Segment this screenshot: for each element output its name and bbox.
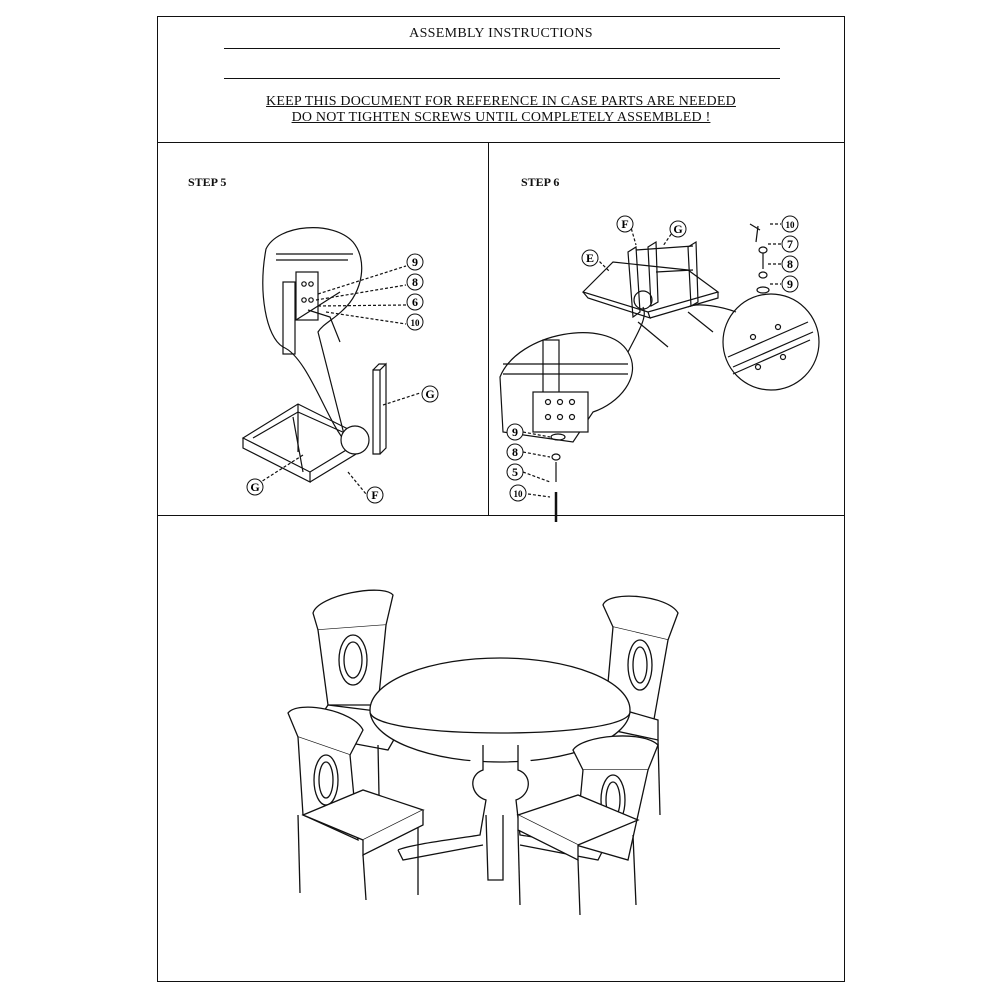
step5-callout-g-bottom: G [250,480,259,494]
step-divider [488,142,489,515]
step6-callout-7: 7 [787,237,793,251]
title-rule [224,48,780,49]
header-divider [158,142,844,143]
step5-callout-g-top: G [425,387,434,401]
step6-callout-9-right: 9 [787,277,793,291]
document-title: ASSEMBLY INSTRUCTIONS [409,26,593,41]
step5-label: STEP 5 [188,175,227,189]
step6-callout-g: G [673,222,682,236]
chair-front-right [516,735,659,916]
step6-diagram: F G E 10 7 8 9 9 8 5 10 [499,215,820,522]
step5-callout-10: 10 [411,318,421,328]
blank-rule [224,78,780,79]
step5-callout-6: 6 [412,295,418,309]
chair-front-left [287,706,425,901]
step6-callout-9-left: 9 [512,425,518,439]
step6-callout-e: E [586,251,594,265]
step5-callout-f: F [371,488,378,502]
step6-callout-f: F [621,217,628,231]
step5-callout-9: 9 [412,255,418,269]
instruction-sheet: ASSEMBLY INSTRUCTIONS KEEP THIS DOCUMENT… [157,16,845,982]
step6-callout-8-left: 8 [512,445,518,459]
step6-callout-5: 5 [512,465,518,479]
step5-diagram: 9 8 6 10 G G F [241,227,439,504]
step6-label: STEP 6 [521,175,560,189]
tighten-warning: DO NOT TIGHTEN SCREWS UNTIL COMPLETELY A… [291,110,711,125]
step6-callout-10-right: 10 [786,220,796,230]
dining-set-illustration [287,589,679,916]
step5-callout-8: 8 [412,275,418,289]
reference-note: KEEP THIS DOCUMENT FOR REFERENCE IN CASE… [266,94,736,109]
step6-callout-10-left: 10 [514,489,524,499]
chair-back-right [586,595,679,816]
step6-callout-8-right: 8 [787,257,793,271]
steps-divider [158,515,844,516]
